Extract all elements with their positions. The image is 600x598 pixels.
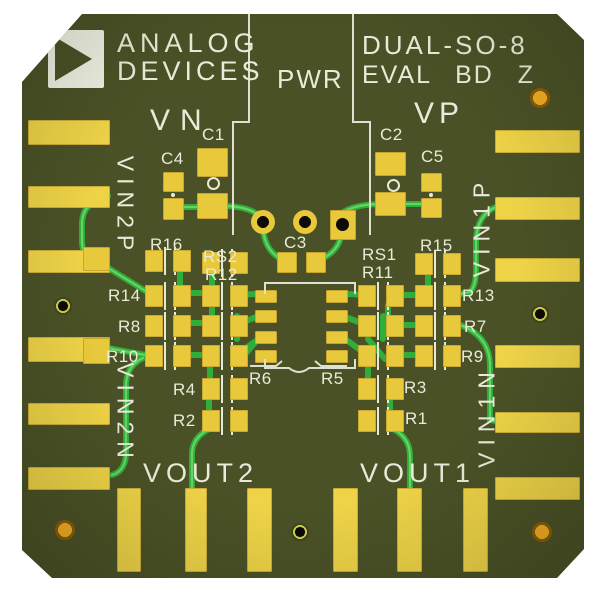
polarity-ring <box>387 179 400 192</box>
logo-triangle-icon <box>55 37 92 81</box>
resistor-footprint-r10 <box>145 342 191 370</box>
ic-pad <box>326 310 348 323</box>
edge-pad <box>28 467 110 490</box>
res-label-r9: R9 <box>461 348 484 365</box>
bottom-pad <box>247 488 272 572</box>
resistor-footprint-r15 <box>415 250 461 278</box>
resistor-footprint <box>358 342 404 370</box>
capacitor-pad-c2 <box>375 152 406 176</box>
vout1-label: VOUT1 <box>360 460 475 487</box>
resistor-footprint-r8 <box>145 312 191 340</box>
vp-rail-label: VP <box>414 99 464 129</box>
vn-rail-label: VN <box>150 106 212 136</box>
capacitor-pad-c1 <box>197 148 228 177</box>
res-label-r13: R13 <box>462 287 495 304</box>
edge-pad <box>495 197 580 220</box>
capacitor-pad-c5 <box>421 198 442 218</box>
res-label-r16: R16 <box>150 236 183 253</box>
res-label-r11: R11 <box>362 264 393 281</box>
pcb-board: ANALOG DEVICES DUAL-SO-8 EVAL BD Z PWR V… <box>22 14 584 578</box>
bottom-pad <box>333 488 358 572</box>
capacitor-pad-c2 <box>375 192 406 216</box>
manufacturer-name-line2: DEVICES <box>117 58 264 85</box>
resistor-footprint-rs2 <box>202 249 248 277</box>
ic-pad <box>255 331 277 344</box>
edge-pad <box>28 186 110 208</box>
resistor-footprint-r13 <box>415 282 461 310</box>
resistor-footprint-r4 <box>202 375 248 403</box>
res-label-r12: R12 <box>205 266 238 283</box>
bottom-pad <box>185 488 207 572</box>
res-label-r15: R15 <box>420 237 453 254</box>
polarity-dot <box>429 193 433 197</box>
pwr-connector-label: PWR <box>277 66 344 92</box>
resistor-footprint-r11 <box>358 282 404 310</box>
res-label-rs2: RS2 <box>203 248 238 265</box>
edge-pad <box>28 120 110 145</box>
resistor-footprint-r9 <box>415 342 461 370</box>
resistor-footprint-r2 <box>202 407 248 435</box>
cap-label-c1: C1 <box>202 126 225 143</box>
res-label-r8: R8 <box>118 318 141 335</box>
res-label-r6: R6 <box>249 370 272 387</box>
resistor-footprint-r7 <box>415 312 461 340</box>
ic-pad <box>326 331 348 344</box>
resistor-footprint <box>202 312 248 340</box>
cap-label-c2: C2 <box>380 126 403 143</box>
through-hole-via <box>251 210 275 234</box>
pad <box>83 338 110 364</box>
drill-hole <box>336 218 349 231</box>
pad <box>83 247 110 271</box>
cap-label-c3: C3 <box>284 234 307 251</box>
resistor-footprint-r16 <box>145 247 191 275</box>
resistor-footprint-r3 <box>358 375 404 403</box>
res-label-r2: R2 <box>173 412 196 429</box>
ic-pad <box>255 310 277 323</box>
res-label-r5: R5 <box>321 370 344 387</box>
bottom-pad <box>463 488 488 572</box>
vout2-label: VOUT2 <box>143 460 258 487</box>
resistor-footprint-r14 <box>145 282 191 310</box>
cap-label-c5: C5 <box>421 148 444 165</box>
res-label-r7: R7 <box>464 318 487 335</box>
polarity-ring <box>207 177 220 190</box>
edge-pad <box>28 403 110 425</box>
edge-pad <box>495 477 580 500</box>
gold-via <box>55 520 75 540</box>
polarity-dot <box>171 193 175 197</box>
res-label-r14: R14 <box>108 287 141 304</box>
capacitor-pad-c4 <box>163 198 184 220</box>
through-hole-via <box>293 210 317 234</box>
dark-via <box>54 297 72 315</box>
dark-via <box>531 305 549 323</box>
gold-via <box>530 88 550 108</box>
bottom-pad <box>117 488 141 572</box>
resistor-footprint <box>202 342 248 370</box>
dark-via <box>291 523 309 541</box>
manufacturer-name-line1: ANALOG <box>117 30 260 57</box>
board-title-line2: EVAL BD Z <box>362 63 535 88</box>
gold-via <box>532 522 552 542</box>
edge-pad <box>495 258 580 282</box>
edge-pad <box>495 130 580 153</box>
cap-label-c4: C4 <box>161 150 184 167</box>
edge-pad <box>495 345 580 368</box>
capacitor-pad-c1 <box>197 193 228 219</box>
edge-pad <box>495 412 580 433</box>
res-label-r10: R10 <box>106 348 139 365</box>
resistor-footprint-r1 <box>358 407 404 435</box>
res-label-r3: R3 <box>404 379 427 396</box>
photo-vignette <box>22 14 584 578</box>
capacitor-pad-c4 <box>163 172 184 192</box>
res-label-r4: R4 <box>173 381 196 398</box>
capacitor-pad-c3 <box>306 252 326 273</box>
bottom-pad <box>397 488 422 572</box>
capacitor-pad-c5 <box>421 173 442 192</box>
res-label-r1: R1 <box>405 410 428 427</box>
resistor-footprint <box>358 312 404 340</box>
board-title-line1: DUAL-SO-8 <box>362 32 528 58</box>
resistor-footprint-r12 <box>202 282 248 310</box>
res-label-rs1: RS1 <box>362 246 397 263</box>
capacitor-pad-c3 <box>277 252 297 273</box>
